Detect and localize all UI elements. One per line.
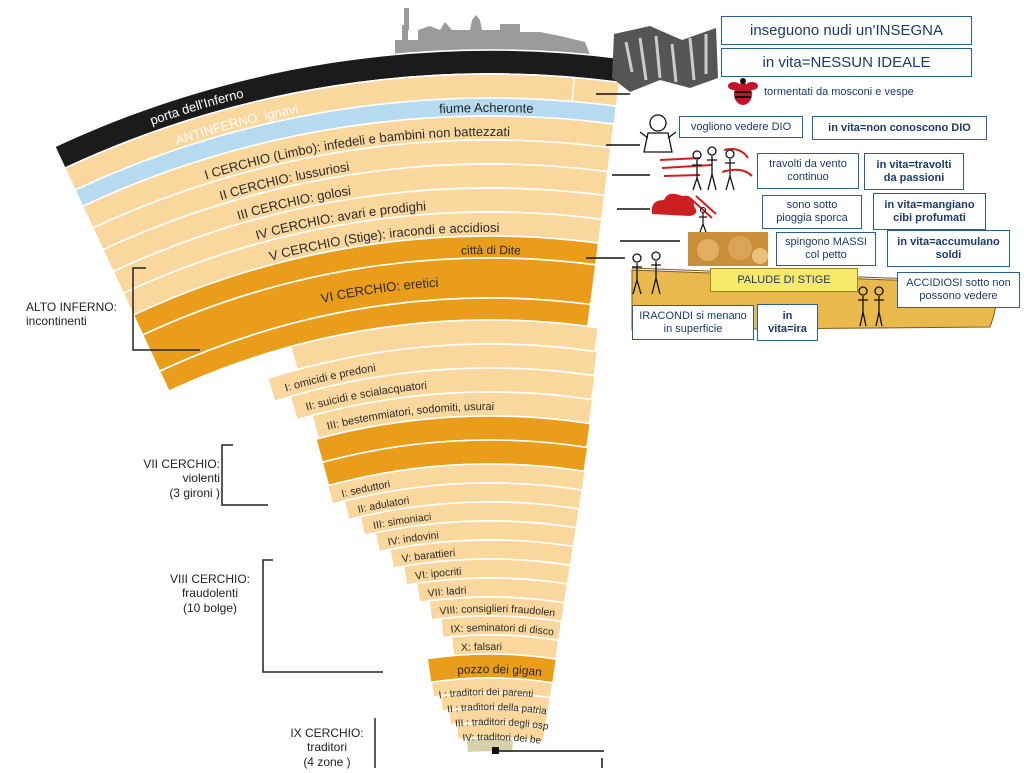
bracket-vii <box>221 444 268 506</box>
baby-icon <box>639 114 677 153</box>
rain-cloud-icon <box>651 193 717 233</box>
ix-cerchio-count: (4 zone ) <box>303 754 351 769</box>
mosconi-label: tormentati da mosconi e vespe <box>764 86 914 98</box>
vento-box: travolti da vento continuo <box>757 153 859 189</box>
wasp-icon <box>728 78 758 105</box>
bracket-viii <box>262 559 383 673</box>
iracondi-box: IRACONDI si menano in superficie <box>632 305 754 340</box>
bolgia-7-label: VII: ladri <box>427 585 467 600</box>
passioni-box: in vita=travolti da passioni <box>864 153 964 190</box>
city-skyline-icon <box>395 8 590 55</box>
palude-stige-box: PALUDE DI STIGE <box>710 268 858 292</box>
viii-cerchio-count: (10 bolge) <box>182 600 238 615</box>
viii-cerchio-label: VIII CERCHIO: fraudolenti (10 bolge) <box>160 572 260 615</box>
bolgia-6-label: VI: ipocriti <box>414 566 461 583</box>
ix-cerchio-subtitle: traditori <box>306 740 347 755</box>
rings-group <box>53 49 624 754</box>
bracket-alto <box>132 267 200 351</box>
citta-dite-label: città di Dite <box>461 243 521 258</box>
accumulano-soldi-box: in vita=accumulano soldi <box>887 230 1010 267</box>
vii-cerchio-subtitle: violenti <box>182 471 220 486</box>
wind-figures-icon <box>659 146 753 191</box>
non-conoscono-dio-box: in vita=non conoscono DIO <box>812 116 987 140</box>
band-antinferno-left <box>63 73 576 192</box>
accidiosi-box: ACCIDIOSI sotto non possono vedere <box>897 272 1020 308</box>
bracket-lines <box>132 267 383 768</box>
vii-cerchio-label: VII CERCHIO: violenti (3 gironi ) <box>128 457 220 500</box>
alto-inferno-subtitle: incontinenti <box>26 314 87 329</box>
massi-box: spingono MASSI col petto <box>776 232 876 266</box>
vii-cerchio-title: VII CERCHIO: <box>143 457 220 471</box>
mangiano-cibi-box: in vita=mangiano cibi profumati <box>873 193 986 230</box>
boulders-icon <box>688 232 768 266</box>
swamp-figures-icon <box>632 251 884 327</box>
vii-cerchio-count: (3 gironi ) <box>169 485 220 500</box>
viii-cerchio-subtitle: fraudolenti <box>181 586 239 601</box>
connector-lines <box>496 93 680 768</box>
ira-box: in vita=ira <box>757 304 818 341</box>
zona-1-label: I : traditori dei parenti <box>438 687 534 701</box>
pioggia-box: sono sotto pioggia sporca <box>762 195 862 229</box>
nessun-ideale-box: in vita=NESSUN IDEALE <box>721 48 972 77</box>
viii-cerchio-title: VIII CERCHIO: <box>169 572 250 586</box>
alto-inferno-title: ALTO INFERNO: <box>26 300 117 314</box>
bolgia-10-label: X: falsari <box>461 641 503 654</box>
pozzo-marker <box>492 747 499 754</box>
vedere-dio-box: vogliono vedere DIO <box>679 116 803 138</box>
acheronte-label: fiume Acheronte <box>439 100 534 116</box>
insegna-box: inseguono nudi un'INSEGNA <box>721 16 972 45</box>
ix-cerchio-title: IX CERCHIO: <box>290 726 364 740</box>
fresco-icon <box>612 26 718 92</box>
band-centro <box>465 737 515 754</box>
ix-cerchio-label: IX CERCHIO: traditori (4 zone ) <box>282 726 372 769</box>
alto-inferno-label: ALTO INFERNO: incontinenti <box>26 300 117 329</box>
